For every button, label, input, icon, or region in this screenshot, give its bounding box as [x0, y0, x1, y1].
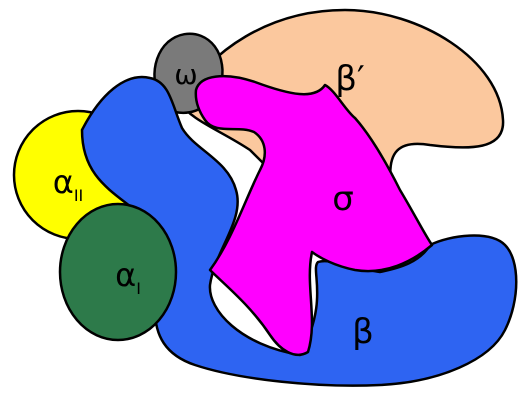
label-alpha-II-subscript: II — [74, 186, 83, 205]
label-alpha-I: αI — [115, 256, 141, 298]
label-alpha-II-main: α — [53, 163, 74, 201]
label-beta-prime: β′ — [335, 59, 364, 99]
label-sigma: σ — [332, 179, 354, 219]
label-alpha-I-subscript: I — [136, 279, 141, 298]
subunit-sigma-shape — [194, 75, 434, 357]
label-alpha-I-main: α — [115, 256, 136, 294]
subunit-alpha-I-shape — [58, 202, 178, 342]
label-omega: ω — [174, 58, 197, 91]
label-beta: β — [352, 312, 374, 352]
label-alpha-II: αII — [53, 163, 84, 205]
